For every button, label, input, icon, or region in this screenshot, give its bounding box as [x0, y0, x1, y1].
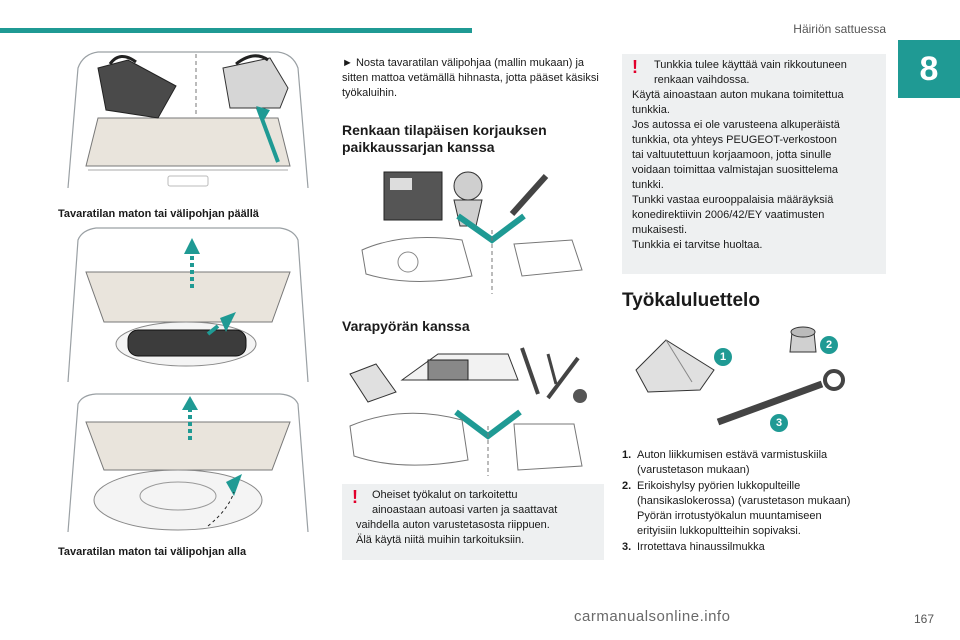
jack-warning-box: ! Tunkkia tulee käyttää vain rikkoutunee… [622, 54, 886, 274]
warning-line: Tunkkia ei tarvitse huoltaa. [632, 239, 763, 251]
warning-icon: ! [352, 487, 358, 507]
warning-line: mukaisesti. [632, 224, 688, 236]
warning-line: tunkkia, ota yhteys PEUGEOT-verkostoon [632, 134, 837, 146]
warning-line: Älä käytä niitä muihin tarkoituksiin. [356, 534, 525, 546]
warning-line: Oheiset työkalut on tarkoitettu [372, 489, 518, 501]
list-item: 1. Auton liikkumisen estävä varmistuskii… [622, 449, 828, 476]
warning-line: Käytä ainoastaan auton mukana toimitettu… [632, 89, 844, 101]
figure-caption-above: Tavaratilan maton tai välipohjan päällä [58, 208, 259, 220]
list-item: 2. Erikoishylsy pyörien lukkopulteille (… [622, 480, 851, 537]
intro-paragraph: Nosta tavaratilan välipohjaa (mallin muk… [342, 57, 599, 99]
trunk-raised-floor-illustration [58, 226, 318, 386]
warning-line: Tunkkia tulee käyttää vain rikkoutuneen [654, 59, 847, 71]
chapter-badge: 8 [898, 40, 960, 98]
warning-line: voidaan toimittaa valmistajan suosittele… [632, 164, 839, 176]
repair-kit-illustration [342, 164, 604, 302]
warning-line: renkaan vaihdossa. [654, 74, 750, 86]
page-number: 167 [913, 612, 934, 626]
intro-text: ► Nosta tavaratilan välipohjaa (mallin m… [342, 56, 604, 101]
page-section-title: Häiriön sattuessa [793, 22, 886, 36]
trunk-above-floor-illustration [58, 48, 318, 196]
trunk-spare-wheel-illustration [58, 392, 318, 534]
watermark: carmanualsonline.info [574, 608, 731, 625]
warning-line: konedirektiivin 2006/42/EY vaatimusten [632, 209, 825, 221]
warning-line: tunkkia. [632, 104, 670, 116]
warning-line: Jos autossa ei ole varusteena alkuperäis… [632, 119, 840, 131]
figure-caption-below: Tavaratilan maton tai välipohjan alla [58, 546, 247, 558]
heading-spare-wheel: Varapyörän kanssa [342, 318, 470, 334]
warning-line: tai valtuutettuun korjaamoon, jotta sinu… [632, 149, 832, 161]
heading-tool-list: Työkaluluettelo [622, 290, 760, 311]
warning-icon: ! [632, 57, 638, 77]
bullet-arrow-icon: ► [342, 57, 353, 69]
tools-warning-box: ! Oheiset työkalut on tarkoitettu ainoas… [342, 484, 604, 560]
warning-line: vaihdella auton varustetasosta riippuen. [356, 519, 550, 531]
callout-1-icon: 1 [714, 348, 732, 366]
callout-3-icon: 3 [770, 414, 788, 432]
list-item: 3. Irrotettava hinaussilmukka [622, 541, 765, 553]
callout-2-icon: 2 [820, 336, 838, 354]
tool-list-illustration: 1 2 3 [622, 322, 886, 438]
warning-line: Tunkki vastaa eurooppalaisia määräyksiä [632, 194, 834, 206]
warning-line: tunkki. [632, 179, 664, 191]
header-accent-bar [0, 28, 472, 33]
spare-wheel-tools-illustration [342, 340, 604, 478]
heading-repair-kit: Renkaan tilapäisen korjauksen paikkaussa… [342, 122, 547, 155]
tool-list: 1. Auton liikkumisen estävä varmistuskii… [622, 448, 894, 556]
warning-line: ainoastaan autoasi varten ja saattavat [372, 504, 558, 516]
